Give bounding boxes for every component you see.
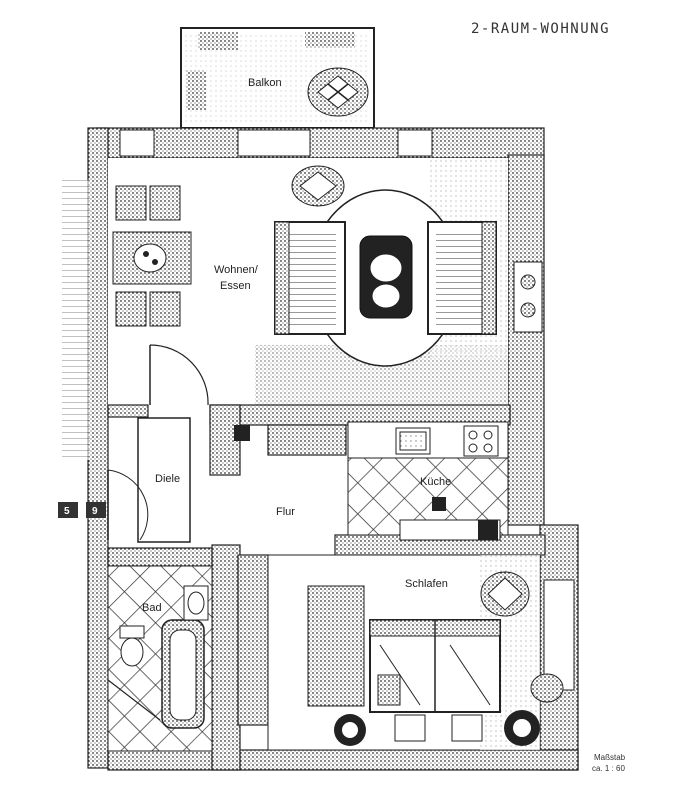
balcony: Balkon bbox=[180, 27, 375, 129]
entrance-door: 5 9 bbox=[58, 469, 149, 541]
nightstand-left bbox=[394, 714, 426, 742]
door-number-2: 9 bbox=[92, 506, 98, 517]
interior-walls bbox=[107, 404, 546, 771]
scale-label: Maßstab bbox=[594, 753, 626, 762]
chair-icon bbox=[530, 673, 564, 703]
double-bed bbox=[369, 619, 501, 713]
room-label-wohnen-line1: Wohnen/ bbox=[214, 264, 259, 276]
dining-table bbox=[112, 185, 192, 327]
stove-icon bbox=[463, 425, 499, 457]
door-number-1: 5 bbox=[64, 506, 70, 517]
wall-lamp-icon bbox=[513, 261, 543, 333]
balcony-plant-small-icon bbox=[186, 32, 355, 110]
sofa-right bbox=[427, 221, 497, 335]
stair-hatch bbox=[62, 180, 90, 460]
diele-wardrobe bbox=[137, 417, 191, 543]
bedroom bbox=[267, 554, 564, 751]
room-label-diele: Diele bbox=[155, 473, 180, 485]
room-label-kueche: Küche bbox=[420, 476, 451, 488]
toilet-icon bbox=[119, 625, 145, 667]
room-label-wohnen-line2: Essen bbox=[220, 280, 251, 292]
room-label-balkon: Balkon bbox=[248, 77, 282, 89]
washbasin-icon bbox=[183, 585, 209, 621]
plan-title: 2-RAUM-WOHNUNG bbox=[471, 21, 610, 37]
nightstand-right bbox=[451, 714, 483, 742]
coffee-table bbox=[359, 235, 413, 319]
plant-icon bbox=[291, 165, 345, 207]
wardrobe bbox=[307, 585, 365, 707]
room-label-schlafen: Schlafen bbox=[405, 578, 448, 590]
bedroom-plant-icon bbox=[480, 571, 530, 617]
door-arc-living bbox=[149, 344, 209, 406]
bathroom bbox=[107, 565, 213, 752]
room-label-bad: Bad bbox=[142, 602, 162, 614]
room-label-flur: Flur bbox=[276, 506, 295, 518]
kitchen bbox=[234, 421, 509, 541]
scale-value: ca. 1 : 60 bbox=[592, 764, 625, 773]
sofa-left bbox=[274, 221, 346, 335]
balcony-plant-icon bbox=[307, 67, 369, 117]
